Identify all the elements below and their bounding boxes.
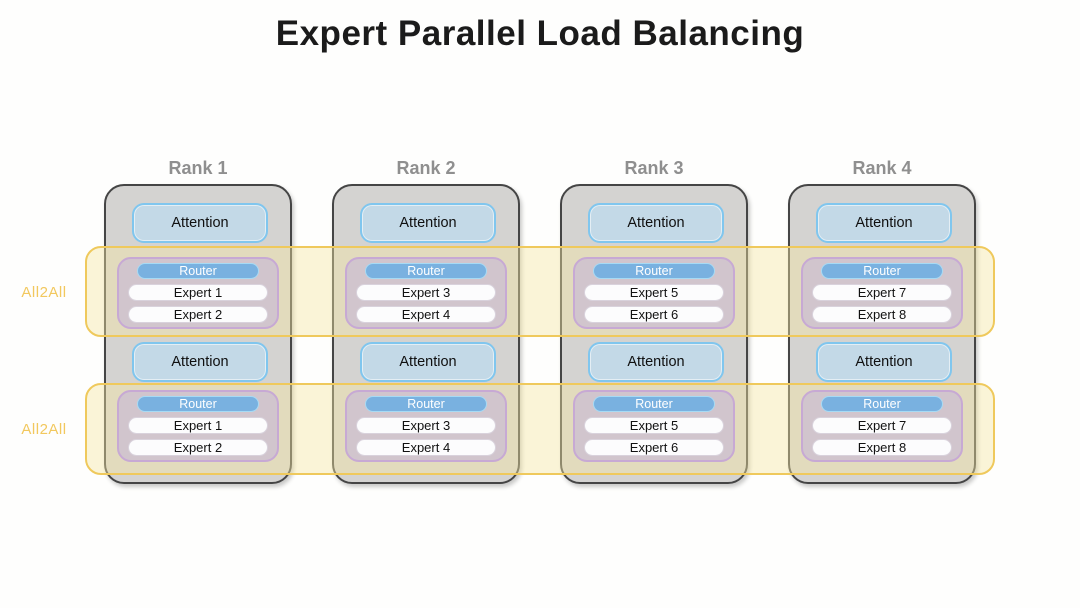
expert-block: Expert 6 [584,439,724,456]
expert-block: Expert 3 [356,417,496,434]
expert-block: Expert 1 [128,284,268,301]
router-block: Router [821,263,943,279]
router-block: Router [365,263,487,279]
expert-block: Expert 1 [128,417,268,434]
moe-group: Router Expert 3 Expert 4 [345,257,507,329]
moe-group: Router Expert 7 Expert 8 [801,257,963,329]
attention-block: Attention [588,203,724,243]
expert-block: Expert 7 [812,417,952,434]
attention-block: Attention [816,203,952,243]
moe-group: Router Expert 1 Expert 2 [117,257,279,329]
rank-4-label: Rank 4 [852,158,912,178]
expert-block: Expert 3 [356,284,496,301]
expert-block: Expert 5 [584,417,724,434]
router-block: Router [137,396,259,412]
attention-block: Attention [132,342,268,382]
expert-block: Expert 2 [128,439,268,456]
router-block: Router [593,263,715,279]
attention-block: Attention [588,342,724,382]
expert-block: Expert 2 [128,306,268,323]
router-block: Router [821,396,943,412]
router-block: Router [593,396,715,412]
diagram-title: Expert Parallel Load Balancing [275,14,805,53]
router-block: Router [137,263,259,279]
rank-1-label: Rank 1 [168,158,228,178]
moe-group: Router Expert 5 Expert 6 [573,390,735,462]
moe-group: Router Expert 7 Expert 8 [801,390,963,462]
moe-group: Router Expert 3 Expert 4 [345,390,507,462]
all2all-label-layer2: All2All [21,421,67,438]
expert-block: Expert 8 [812,306,952,323]
expert-block: Expert 4 [356,439,496,456]
expert-block: Expert 8 [812,439,952,456]
moe-group: Router Expert 5 Expert 6 [573,257,735,329]
rank-3-label: Rank 3 [624,158,684,178]
attention-block: Attention [360,203,496,243]
expert-block: Expert 5 [584,284,724,301]
expert-block: Expert 4 [356,306,496,323]
attention-block: Attention [360,342,496,382]
moe-group: Router Expert 1 Expert 2 [117,390,279,462]
all2all-label-layer1: All2All [21,284,67,301]
rank-2-label: Rank 2 [396,158,456,178]
attention-block: Attention [132,203,268,243]
router-block: Router [365,396,487,412]
expert-block: Expert 6 [584,306,724,323]
expert-block: Expert 7 [812,284,952,301]
attention-block: Attention [816,342,952,382]
